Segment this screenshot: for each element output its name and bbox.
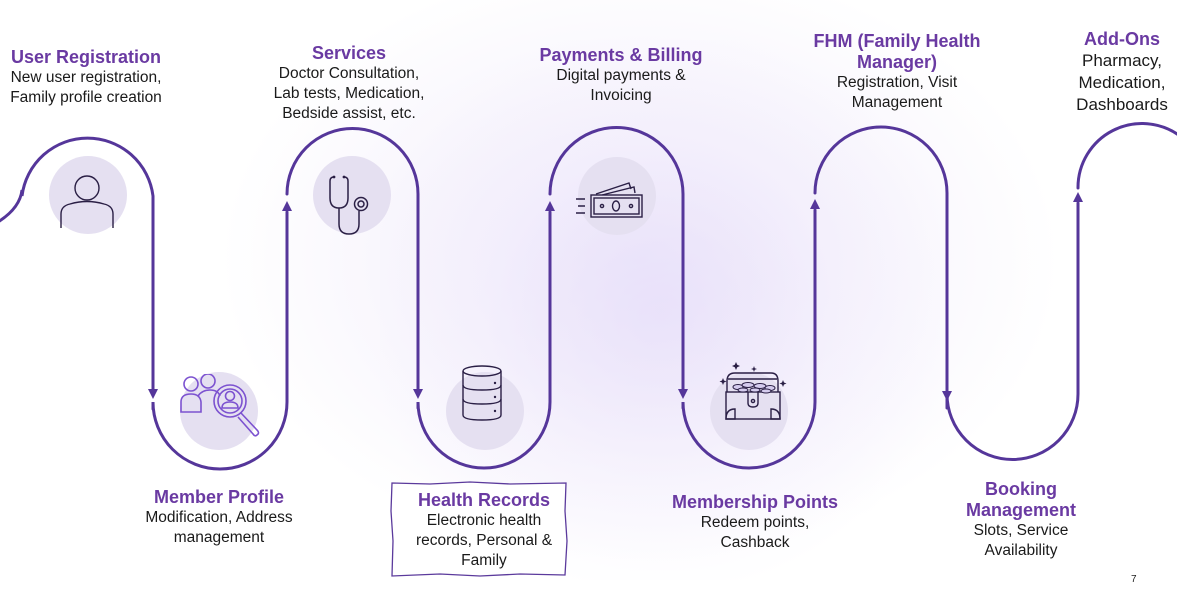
stage-title: Management (965, 500, 1077, 520)
health-records-highlight-box (390, 481, 568, 577)
stage-description: records, Personal & (415, 532, 553, 549)
arrow-up-icon (545, 201, 555, 211)
stage-payments-billing: Payments & Billing Digital payments & In… (539, 45, 702, 106)
stage-description: Electronic health (426, 512, 542, 529)
stage-description: management (173, 529, 265, 546)
stage-description: Management (851, 94, 943, 111)
stage-description: Bedside assist, etc. (282, 105, 416, 122)
stage-member-profile: Member Profile Modification, Address man… (145, 487, 292, 548)
stage-fhm: FHM (Family Health Manager) Registration… (813, 31, 980, 113)
icon-background (180, 372, 258, 450)
stage-user-registration: User Registration New user registration,… (10, 47, 162, 108)
icon-background (446, 372, 524, 450)
stage-title: Manager) (856, 52, 937, 72)
flow-segment-entry (0, 136, 155, 395)
stage-description: Availability (984, 542, 1058, 559)
arrow-down-icon (148, 389, 158, 399)
stage-services: Services Doctor Consultation, Lab tests,… (274, 43, 425, 124)
stage-title: Booking (985, 479, 1057, 499)
stage-description: Digital payments & (556, 67, 686, 84)
stage-description: Medication, (1078, 73, 1166, 92)
stage-description: New user registration, (10, 69, 162, 86)
flow-segment-bottom-4 (945, 201, 1080, 461)
icon-background (49, 156, 127, 234)
flow-segment-bottom-1 (151, 210, 289, 471)
stage-description: Family profile creation (10, 89, 162, 106)
stage-description: Redeem points, (700, 514, 810, 531)
stage-title: Health Records (417, 490, 551, 510)
stage-description: Registration, Visit (836, 74, 958, 91)
arrow-up-icon (1073, 192, 1083, 202)
cash-icon (576, 182, 643, 218)
flow-segment-top-5 (1076, 122, 1177, 190)
stage-description: Slots, Service (973, 522, 1069, 539)
stage-title: Add-Ons (1083, 29, 1160, 49)
stage-title: User Registration (10, 47, 162, 67)
stage-description: Pharmacy, (1081, 51, 1162, 70)
stage-description: Modification, Address (145, 509, 293, 526)
arrow-down-icon (413, 389, 423, 399)
arrow-up-icon (810, 199, 820, 209)
stage-membership-points: Membership Points Redeem points, Cashbac… (672, 492, 838, 553)
stage-description: Doctor Consultation, (278, 65, 420, 82)
flow-segment-top-2 (285, 127, 420, 395)
flow-segment-top-4 (813, 125, 949, 397)
stage-title: FHM (Family Health (813, 31, 981, 51)
member-search-icon (180, 374, 260, 437)
page-number: 7 (1131, 574, 1137, 585)
stage-title: Services (311, 43, 387, 63)
stage-health-records: Health Records Electronic health records… (416, 490, 552, 571)
stage-description: Lab tests, Medication, (273, 85, 425, 102)
stage-booking-management: Booking Management Slots, Service Availa… (966, 479, 1076, 561)
database-icon (462, 365, 502, 421)
stage-description: Family (461, 552, 507, 569)
stethoscope-icon (329, 175, 369, 235)
treasure-chest-icon (719, 362, 787, 420)
arrow-up-icon (282, 201, 292, 211)
arrow-down-icon (942, 391, 952, 401)
flow-segment-bottom-2 (416, 210, 552, 470)
flow-segment-top-3 (548, 126, 685, 395)
stage-title: Membership Points (671, 492, 839, 512)
user-icon (60, 175, 114, 228)
stage-description: Invoicing (590, 87, 652, 104)
stage-add-ons: Add-Ons Pharmacy, Medication, Dashboards (1076, 29, 1168, 116)
stage-description: Dashboards (1076, 95, 1168, 114)
icon-background (313, 156, 391, 234)
stage-title: Payments & Billing (539, 45, 703, 65)
arrow-down-icon (678, 389, 688, 399)
stage-title: Member Profile (153, 487, 285, 507)
stage-description: Cashback (720, 534, 790, 551)
flow-segment-bottom-3 (681, 208, 817, 470)
